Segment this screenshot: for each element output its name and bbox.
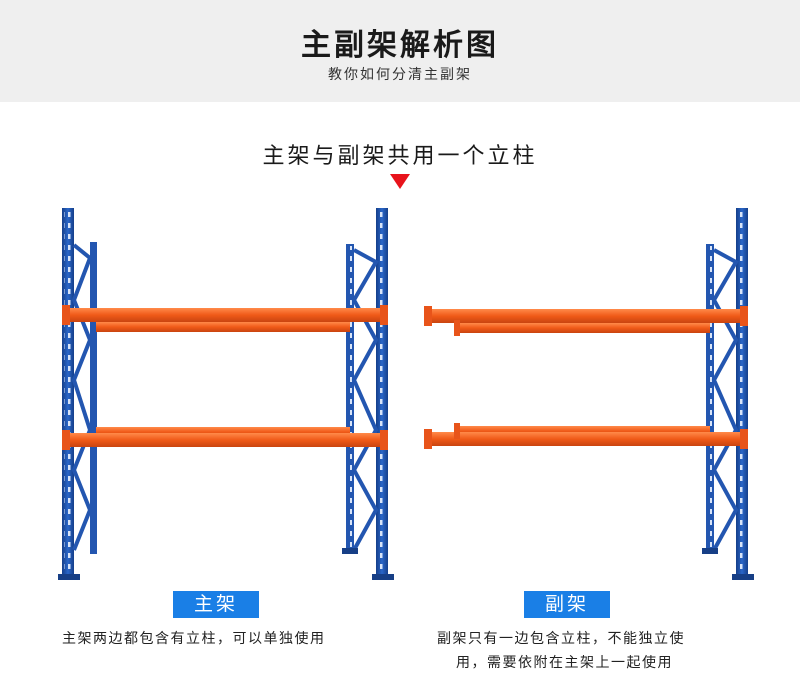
main-rack-drawing [58,208,394,580]
sub-rack-drawing [424,208,754,580]
sub-rack-description-line2: 用，需要依附在主架上一起使用 [456,655,673,671]
shared-upright-headline: 主架与副架共用一个立柱 [262,144,538,169]
sub-rack-description-line1: 副架只有一边包含立柱，不能独立使 [437,631,685,647]
main-rack-badge: 主架 [173,591,259,618]
page-subtitle: 教你如何分清主副架 [328,67,472,83]
down-arrow-icon [390,174,410,189]
sub-rack-badge: 副架 [524,591,610,618]
header-band [0,0,800,102]
main-rack-description: 主架两边都包含有立柱，可以单独使用 [62,631,326,647]
page-title: 主副架解析图 [301,28,499,63]
